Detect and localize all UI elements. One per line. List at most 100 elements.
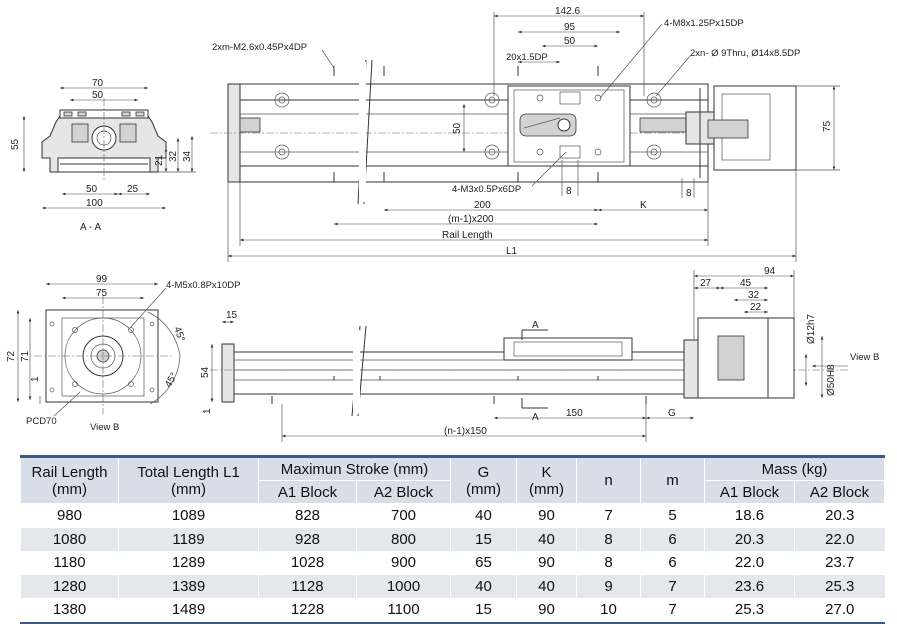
cell-m: 6 [640,551,705,575]
dim-50: 50 [92,90,104,101]
dim-bottom-25: 25 [127,184,139,195]
callout-m3: 4-M3x0.5Px6DP [452,184,521,195]
section-a-bottom: A [532,412,539,423]
cell-stroke-a2: 800 [356,527,451,551]
cell-m: 6 [640,527,705,551]
cell-rail-length: 1280 [20,574,119,598]
cell-mass-a2: 22.0 [794,527,885,551]
header-stroke-a2: A2 Block [356,480,451,504]
cell-k: 90 [516,598,577,624]
header-max-stroke: Maximun Stroke (mm) [258,455,451,481]
header-k: K(mm) [516,455,577,504]
dim-50-vert: 50 [452,122,463,134]
dim-70: 70 [92,78,104,89]
dim-1-b: 1 [30,376,41,382]
dim-22-side: 22 [750,302,762,313]
dim-8b: 8 [686,188,692,199]
pcd-label: PCD70 [26,416,57,427]
dim-94: 94 [764,266,776,277]
dim-15: 15 [226,310,238,321]
cell-total-length: 1089 [118,503,259,528]
cell-m: 7 [640,574,705,598]
cell-stroke-a1: 1228 [258,598,357,624]
cell-n: 9 [576,574,641,598]
dim-21: 21 [154,154,165,166]
cell-mass-a1: 20.3 [704,527,795,551]
cell-k: 40 [516,527,577,551]
angle-45a: 45° [171,325,187,343]
cell-rail-length: 980 [20,503,119,528]
cell-mass-a2: 27.0 [794,598,885,624]
header-mass-a1: A1 Block [704,480,795,504]
cell-m: 5 [640,503,705,528]
dim-k: K [640,200,647,211]
cell-stroke-a1: 1128 [258,574,357,598]
header-stroke-a1: A1 Block [258,480,357,504]
section-label-a-a: A - A [80,222,101,233]
side-view: A A 15 54 1 150 G (n-1)x150 94 27 45 32 … [200,266,879,442]
dim-g: G [668,408,676,419]
header-total-length: Total Length L1(mm) [118,455,259,504]
dim-l1: L1 [506,246,518,257]
table-row: 1280 1389 1128 1000 40 40 9 7 23.6 25.3 [20,574,885,598]
cell-g: 65 [450,551,517,575]
section-a-top: A [532,320,539,331]
callout-m2-6: 2xm-M2.6x0.45Px4DP [212,42,307,53]
table-row: 980 1089 828 700 40 90 7 5 18.6 20.3 [20,503,885,528]
cell-stroke-a2: 700 [356,503,451,528]
header-rail-length: Rail Length(mm) [20,455,119,504]
dim-150: 150 [566,408,583,419]
header-mass-a2: A2 Block [794,480,885,504]
cell-rail-length: 1180 [20,551,119,575]
dim-72: 72 [6,350,17,362]
dim-75-vert: 75 [822,120,833,132]
cell-rail-length: 1080 [20,527,119,551]
cell-g: 40 [450,574,517,598]
plan-view: 142.6 95 50 20x1.5DP 4-M8x1.25Px15DP 2xm… [210,6,840,262]
dim-n1x150: (n-1)x150 [444,426,487,437]
cell-stroke-a2: 900 [356,551,451,575]
cell-n: 8 [576,527,641,551]
angle-45b: 45° [163,371,180,390]
cell-k: 90 [516,551,577,575]
cell-total-length: 1189 [118,527,259,551]
dim-rail-length: Rail Length [442,230,493,241]
callout-m8: 4-M8x1.25Px15DP [664,18,744,29]
dim-99: 99 [96,274,108,285]
cell-total-length: 1389 [118,574,259,598]
header-mass: Mass (kg) [704,455,885,481]
cell-g: 40 [450,503,517,528]
dim-45-side: 45 [740,278,752,289]
dim-20x1-5dp: 20x1.5DP [506,52,548,63]
cell-mass-a2: 20.3 [794,503,885,528]
section-a-a-view: 70 50 55 21 32 34 50 25 100 A - A [10,78,196,233]
dim-12h7: Ø12h7 [806,314,817,344]
header-m: m [640,455,705,504]
cell-mass-a1: 23.6 [704,574,795,598]
cell-stroke-a2: 1000 [356,574,451,598]
cell-mass-a2: 25.3 [794,574,885,598]
dim-bottom-50: 50 [86,184,98,195]
dim-54: 54 [200,366,211,378]
header-n: n [576,455,641,504]
dim-32: 32 [168,150,179,162]
view-b-label: View B [90,422,119,433]
dim-32-side: 32 [748,290,760,301]
cell-m: 7 [640,598,705,624]
dim-71: 71 [20,350,31,362]
cell-mass-a1: 22.0 [704,551,795,575]
cell-k: 90 [516,503,577,528]
cell-stroke-a1: 1028 [258,551,357,575]
spec-table: Rail Length(mm) Total Length L1(mm) Maxi… [20,455,885,624]
cell-mass-a1: 25.3 [704,598,795,624]
cell-k: 40 [516,574,577,598]
callout-m5: 4-M5x0.8Px10DP [166,280,240,291]
cell-total-length: 1489 [118,598,259,624]
cell-g: 15 [450,598,517,624]
view-b: 99 75 4-M5x0.8Px10DP 72 71 1 45° 45° PCD… [6,274,240,433]
cell-n: 10 [576,598,641,624]
dim-200: 200 [474,200,491,211]
dim-bottom-100: 100 [86,198,103,209]
cell-stroke-a2: 1100 [356,598,451,624]
table-row: 1180 1289 1028 900 65 90 8 6 22.0 23.7 [20,551,885,575]
